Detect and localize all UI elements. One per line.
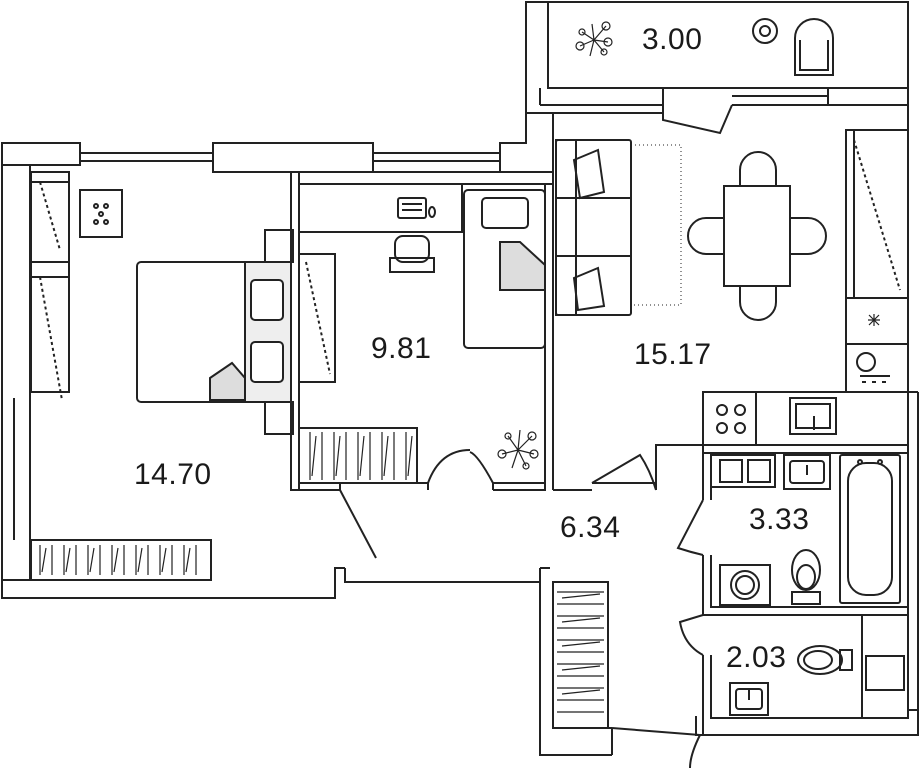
hallway-closet <box>552 581 609 729</box>
room-area-balcony: 3.00 <box>642 23 703 56</box>
room-area-bedroom: 14.70 <box>134 458 212 491</box>
bathroom-fixtures <box>710 454 909 719</box>
room-area-toilet: 2.03 <box>726 641 787 674</box>
bedroom-furniture <box>30 171 294 581</box>
room-area-kitchen-living: 15.17 <box>634 338 712 371</box>
room-area-hallway: 6.34 <box>560 511 621 544</box>
kids-room-furniture <box>298 183 546 484</box>
balcony-furniture <box>575 18 834 76</box>
room-area-kids-room: 9.81 <box>371 332 432 365</box>
living-furniture <box>555 129 909 446</box>
doors <box>339 449 704 768</box>
room-area-bathroom: 3.33 <box>749 503 810 536</box>
